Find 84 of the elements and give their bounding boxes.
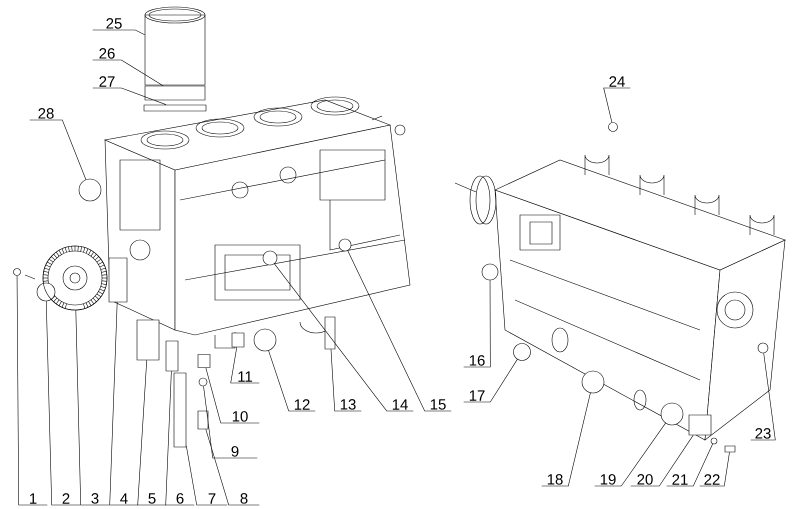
leader-line [699,452,730,486]
callout-number: 12 [294,399,310,410]
callout-number: 11 [238,371,252,382]
leader-line [46,301,81,506]
callout-number: 17 [470,390,485,401]
callout-number: 9 [232,446,238,457]
callout-number: 28 [38,108,54,119]
oil-seal [78,178,102,202]
callout-number: 8 [240,493,248,504]
callout-number: 19 [600,474,616,485]
callout-number: 6 [176,493,184,504]
core-plug [513,343,531,361]
callout-number: 25 [106,18,122,29]
pump-gasket [660,402,684,426]
callout-number: 2 [62,493,70,504]
leader-line [541,392,591,486]
callout-number: 3 [91,493,98,504]
callout-number: 27 [99,76,115,87]
callout-number: 22 [704,474,720,485]
callout-number: 18 [548,474,563,485]
leader-line [463,280,491,368]
boss [338,238,352,252]
leader-line [750,352,776,440]
cover-plate [482,264,498,280]
dowel-sleeve [166,340,178,372]
stud [232,332,244,348]
leader-line [330,349,362,412]
bearing-cap [136,320,160,360]
callout-number: 5 [148,493,156,504]
callout-number: 23 [755,428,771,439]
callout-number: 21 [672,474,688,485]
leader-line [29,120,86,180]
callout-number: 4 [120,493,128,504]
leader-line [206,368,260,424]
bearing-cap [254,328,276,352]
gear-plate [108,258,128,302]
core-plug [582,370,604,394]
leader-line [603,88,631,123]
leader-line [666,444,713,486]
leader-line [109,302,139,506]
leader-line [630,435,694,486]
seal-ring [144,104,206,112]
flange-washer [36,282,56,302]
callout-number: 13 [340,399,356,410]
bolt-head [13,268,21,276]
leader-line [76,310,110,506]
leader-line [165,371,195,506]
main-bolt [324,316,336,350]
screw [724,446,736,452]
leader-line [230,347,260,384]
cylinder-liner [144,14,206,86]
core-plug [262,250,278,266]
o-ring [198,378,208,386]
plug [758,342,768,354]
callout-number: 24 [609,76,625,87]
leader-line [203,386,258,458]
liner-ring [144,86,206,100]
gear [42,246,108,310]
callout-number: 26 [99,48,115,59]
callout-number: 14 [392,399,408,410]
washer [710,438,718,444]
plug [198,354,210,368]
leader-line [137,360,167,506]
leader-line [268,350,316,412]
callout-number: 10 [232,411,248,422]
callout-number: 16 [470,355,485,366]
leader-line [186,446,228,506]
leader-line [16,276,48,506]
short-bolt [198,410,208,430]
callout-number: 7 [208,493,216,504]
callout-number: 15 [430,399,446,410]
callout-number: 20 [637,474,653,485]
leader-line [92,30,145,36]
callout-number: 1 [30,493,36,504]
leader-line [347,250,452,412]
pump-housing [688,414,712,436]
long-bolt [174,372,186,448]
leader-line [594,422,666,486]
plug [608,122,618,132]
leader-line [206,429,260,506]
leader-line [92,60,164,86]
leader-line [463,359,518,402]
leader-line [274,264,414,412]
leader-line [92,88,166,105]
